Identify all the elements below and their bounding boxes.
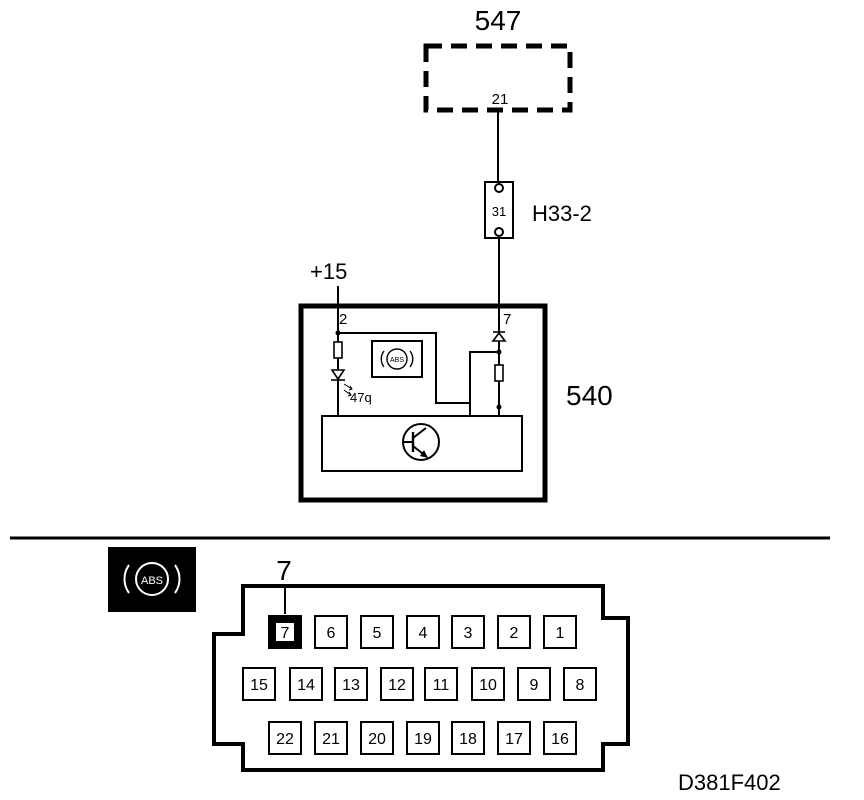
node-right-lower: [496, 404, 502, 410]
connector-pin-14-box: [289, 667, 323, 701]
lamp-code: 47q: [350, 390, 372, 405]
connector-pin-18-label: 18: [459, 731, 477, 748]
connector-pin-2-label: 2: [510, 625, 519, 642]
connector-pin-7-label: 7: [281, 625, 290, 642]
connector-pin-17-label: 17: [505, 731, 523, 748]
connector-pin-18-box: [451, 721, 485, 755]
abs-symbol-circle: [386, 348, 408, 370]
diode-icon: [491, 331, 507, 342]
wire-pin2-bridge: [338, 332, 470, 404]
connector-pin-13-box: [334, 667, 368, 701]
pin-7-label: 7: [503, 311, 511, 328]
connector-h33-terminal-top: [494, 183, 504, 193]
connector-pin-19-box: [406, 721, 440, 755]
connector-pin-16-label: 16: [551, 731, 569, 748]
component-547-label: 547: [475, 5, 522, 36]
abs-warning-icon: [108, 547, 196, 612]
connector-pin-15-box: [242, 667, 276, 701]
resistor-left: [333, 341, 343, 359]
connector-pin-17-box: [497, 721, 531, 755]
connector-pin-11-label: 11: [433, 677, 450, 694]
connector-pin-21-label: 21: [322, 731, 340, 748]
connector-pin-6-box: [314, 615, 348, 649]
component-540-label: 540: [566, 380, 613, 411]
connector-pin-10-label: 10: [479, 677, 497, 694]
transistor-collector: [412, 427, 427, 439]
transistor-emitter-arrow: [420, 450, 428, 458]
pin-2-label: 2: [339, 311, 347, 328]
connector-pin-16-box: [543, 721, 577, 755]
connector-pin-4-box: [406, 615, 440, 649]
connector-pin-8-label: 8: [576, 677, 585, 694]
connector-pin-10-box: [471, 667, 505, 701]
connector-pin-13-label: 13: [342, 677, 360, 694]
component-547-box: [423, 43, 573, 113]
led-light-arrows: [343, 383, 353, 397]
abs-symbol-arcs: [380, 350, 414, 368]
connector-h33-label: H33-2: [532, 201, 592, 226]
connector-pin-14-label: 14: [297, 677, 315, 694]
resistor-right: [494, 364, 504, 382]
abs-icon-text: ABS: [141, 575, 163, 587]
connector-pin-8-box: [563, 667, 597, 701]
connector-pin-1-label: 1: [556, 625, 565, 642]
connector-pin-20-label: 20: [368, 731, 386, 748]
connector-pin-highlight-window: [276, 623, 294, 641]
led-icon: [330, 369, 346, 381]
component-540-box: [298, 303, 548, 503]
connector-h33-terminal-bottom: [494, 227, 504, 237]
supply-label: +15: [310, 259, 347, 284]
connector-pin-2-box: [497, 615, 531, 649]
connector-pin-20-box: [360, 721, 394, 755]
connector-pin-9-box: [517, 667, 551, 701]
abs-icon-arcs: [123, 564, 181, 594]
connector-pin-19-label: 19: [414, 731, 432, 748]
connector-pin-5-label: 5: [373, 625, 382, 642]
connector-pin-6-label: 6: [327, 625, 336, 642]
connector-pin-3-box: [451, 615, 485, 649]
connector-pin-4-label: 4: [419, 625, 428, 642]
connector-h33-pin: 31: [492, 204, 506, 219]
abs-symbol-text: ABS: [390, 357, 404, 364]
connector-pin-21-box: [314, 721, 348, 755]
connector-pin-1-box: [543, 615, 577, 649]
connector-pin-5-box: [360, 615, 394, 649]
transistor-module: [321, 415, 523, 472]
connector-pin-22-label: 22: [276, 731, 294, 748]
pin-547-label: 21: [492, 91, 509, 108]
abs-icon-circle: [135, 562, 169, 596]
connector-pin-3-label: 3: [464, 625, 473, 642]
drawing-code: D381F402: [678, 770, 781, 795]
abs-symbol-frame: [371, 340, 423, 378]
wire-right-bypass: [469, 351, 499, 416]
connector-pin-12-box: [380, 667, 414, 701]
connector-pin-15-label: 15: [250, 677, 268, 694]
connector-pin-11-box: [424, 667, 458, 701]
connector-pin-22-box: [268, 721, 302, 755]
connector-pin-9-label: 9: [530, 677, 539, 694]
connector-pin-12-label: 12: [388, 677, 406, 694]
highlighted-pin-label: 7: [276, 555, 292, 586]
